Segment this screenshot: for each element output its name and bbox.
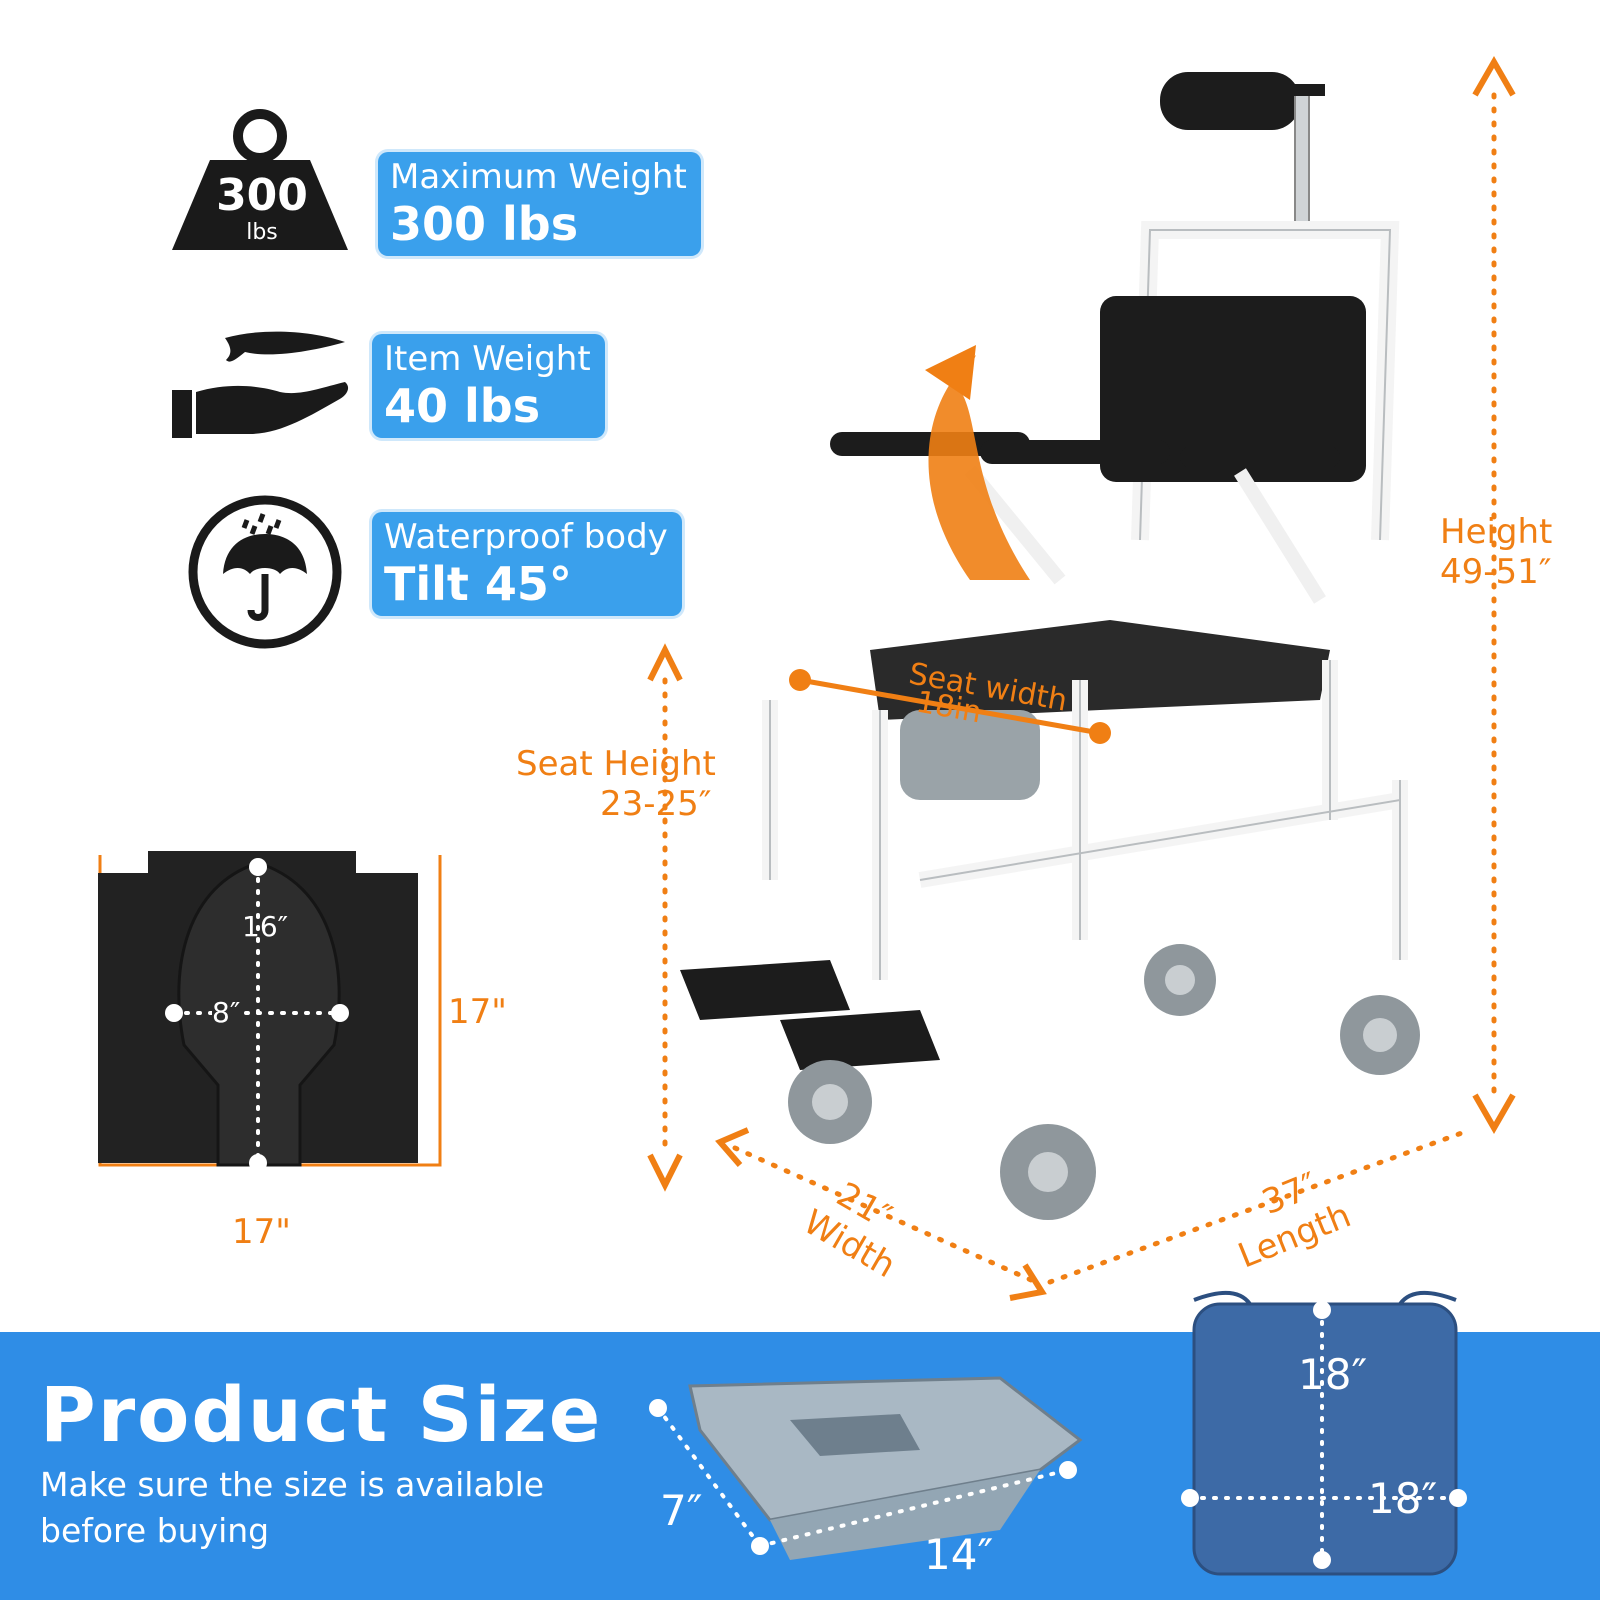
max-weight-callout: Maximum Weight 300 lbs	[378, 152, 701, 256]
feather-hand-icon	[172, 331, 349, 438]
cushion-width: 18″	[1368, 1474, 1438, 1523]
cushion-image	[1181, 1290, 1467, 1576]
seat-height-value: 23-25″	[600, 784, 712, 824]
waterproof-label: Waterproof body	[384, 517, 668, 557]
weight-icon	[172, 109, 348, 250]
waterproof-callout: Waterproof body Tilt 45°	[372, 512, 682, 616]
cushion-height: 18″	[1298, 1350, 1368, 1399]
item-weight-label: Item Weight	[384, 339, 591, 379]
height-label: Height	[1440, 512, 1553, 552]
weight-unit: lbs	[246, 220, 278, 245]
seat-height-label: Seat Height	[516, 744, 716, 784]
max-weight-value: 300 lbs	[390, 197, 579, 251]
seat-panel-image	[98, 851, 442, 1172]
shower-chair-image	[680, 72, 1420, 1220]
height-value: 49-51″	[1440, 552, 1552, 592]
opening-length: 16″	[242, 910, 289, 943]
bucket-image	[649, 1376, 1083, 1560]
banner-title: Product Size	[40, 1370, 603, 1459]
weight-number: 300	[216, 170, 308, 221]
bucket-depth: 7″	[660, 1486, 703, 1535]
opening-width: 8″	[212, 996, 241, 1029]
item-weight-value: 40 lbs	[384, 379, 541, 433]
item-weight-callout: Item Weight 40 lbs	[372, 334, 605, 438]
bucket-length: 14″	[924, 1530, 994, 1579]
seat-panel-side: 17"	[448, 992, 507, 1032]
banner-subtitle: Make sure the size is available before b…	[40, 1465, 545, 1550]
max-weight-label: Maximum Weight	[390, 157, 687, 197]
tilt-value: Tilt 45°	[384, 557, 572, 611]
seat-panel-bottom: 17"	[232, 1212, 291, 1252]
umbrella-icon	[188, 495, 342, 649]
